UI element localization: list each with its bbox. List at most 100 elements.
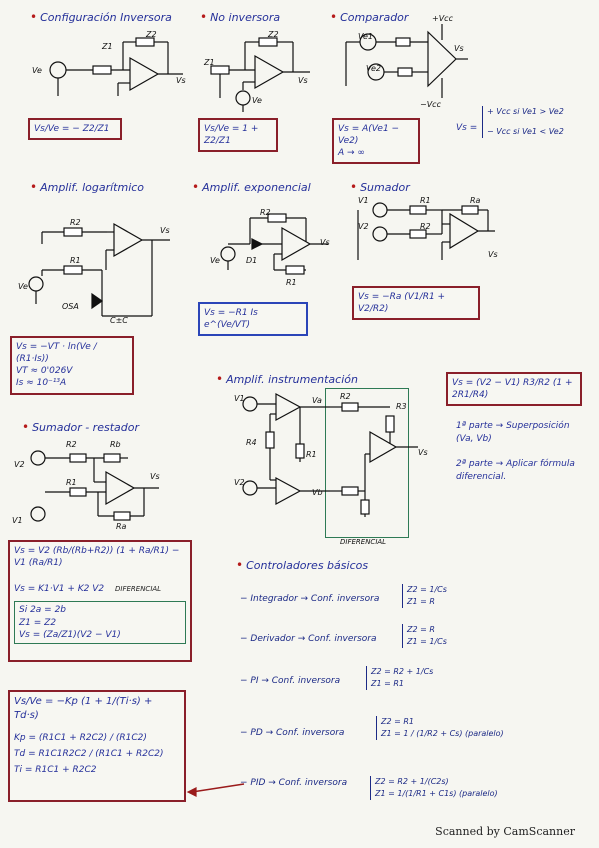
sumador-restador-ra-label: Ra — [116, 522, 127, 531]
logaritmico-title: •Amplif. logarítmico — [30, 180, 145, 194]
instrumentacion-r2-label: R2 — [340, 392, 351, 401]
inversora-formula: Vs/Ve = − Z2/Z1 — [28, 118, 122, 141]
sumador-circuit — [357, 202, 495, 260]
instrumentacion-title: •Amplif. instrumentación — [216, 372, 358, 386]
sumador-title: •Sumador — [350, 180, 410, 194]
logaritmico-circuit — [28, 222, 170, 317]
pi-z1: Z1 = R1 — [371, 679, 405, 688]
comparador-cases: + Vcc si Ve1 > Ve2 − Vcc si Ve1 < Ve2 — [482, 106, 564, 138]
instrumentacion-r4-label: R4 — [246, 438, 257, 447]
logaritmico-formula: Vs = −VT · ln(Ve / (R1·Is)) VT ≈ 0'026V … — [10, 336, 134, 395]
exponencial-vs-label: Vs — [320, 238, 330, 247]
comparador-case-2: − Vcc si Ve1 < Ve2 — [487, 127, 564, 136]
instrumentacion-v2-label: V2 — [234, 478, 245, 487]
logaritmico-osa-label: OSA — [62, 302, 79, 311]
controlador-pd-values: Z2 = R1 Z1 = 1 / (1/R2 + Cs) (paralelo) — [376, 716, 504, 740]
controlador-derivador-values: Z2 = R Z1 = 1/Cs — [402, 624, 447, 648]
exponencial-formula: Vs = −R1 Is e^(Ve/VT) — [198, 302, 308, 337]
instrumentacion-vb-label: Vb — [312, 488, 323, 497]
comparador-vs-eq: Vs = — [456, 123, 478, 133]
sumador-restador-v1-label: V1 — [12, 516, 23, 525]
controlador-pid-values: Z2 = R2 + 1/(C2s) Z1 = 1/(1/R1 + C1s) (p… — [370, 776, 498, 800]
sumador-vs-label: Vs — [488, 250, 498, 259]
pid-kp: Kp = (R1C1 + R2C2) / (R1C2) — [14, 733, 147, 743]
logaritmico-formula-line2: VT ≈ 0'026V — [16, 366, 73, 377]
sumador-ra-label: Ra — [470, 196, 481, 205]
exponencial-circuit — [220, 213, 328, 275]
derivador-z2: Z2 = R — [407, 625, 435, 634]
logaritmico-r1-label: R1 — [70, 256, 81, 265]
instrumentacion-r3-label: R3 — [396, 402, 407, 411]
instrumentacion-vs-label: Vs — [418, 448, 428, 457]
pid-ti: Ti = R1C1 + R2C2 — [14, 765, 97, 776]
sumador-v1-label: V1 — [358, 196, 369, 205]
no-inversora-z1-label: Z1 — [204, 58, 215, 67]
inversora-z1-label: Z1 — [102, 42, 113, 51]
pid-z2: Z2 = R2 + 1/(C2s) — [375, 777, 449, 786]
controlador-derivador: − Derivador → Conf. inversora — [240, 634, 377, 644]
no-inversora-z2-label: Z2 — [268, 30, 279, 39]
sumador-restador-formula: Vs = V2 (Rb/(Rb+R2)) (1 + Ra/R1) − V1 (R… — [8, 540, 192, 662]
sumador-restador-formula-line1: Vs = V2 (Rb/(Rb+R2)) (1 + Ra/R1) − V1 (R… — [14, 546, 180, 569]
comparador-vcc-neg: −Vcc — [420, 100, 441, 109]
inversora-vs-label: Vs — [176, 76, 186, 85]
comparador-ve2-label: Ve2 — [366, 64, 382, 73]
diferencial-tag: DIFERENCIAL — [115, 585, 162, 594]
pd-z1: Z1 = 1 / (1/R2 + Cs) (paralelo) — [381, 729, 504, 738]
inversora-ve-label: Ve — [32, 66, 42, 75]
sumador-restador-title: •Sumador - restador — [22, 420, 139, 434]
instrumentacion-v1-label: V1 — [234, 394, 245, 403]
sumador-restador-r1-label: R1 — [66, 478, 77, 487]
pid-z1: Z1 = 1/(1/R1 + C1s) (paralelo) — [375, 789, 498, 798]
controlador-integrador-values: Z2 = 1/Cs Z1 = R — [402, 584, 447, 608]
exponencial-ve-label: Ve — [210, 256, 220, 265]
sumador-restador-formula-line3a: Si 2a = 2b — [19, 605, 67, 616]
pi-z2: Z2 = R2 + 1/Cs — [371, 667, 434, 676]
sumador-restador-vs-label: Vs — [150, 472, 160, 481]
comparador-formula-line2: A → ∞ — [338, 148, 365, 159]
sumador-restador-formula-line3b: Z1 = Z2 — [19, 617, 57, 628]
sumador-restador-special-case: Si 2a = 2b Z1 = Z2 Vs = (Za/Z1)(V2 − V1) — [14, 601, 186, 644]
controladores-title: •Controladores básicos — [236, 558, 369, 572]
sumador-restador-circuit — [30, 450, 159, 522]
controlador-pd: − PD → Conf. inversora — [240, 728, 345, 738]
logaritmico-vs-label: Vs — [160, 226, 170, 235]
logaritmico-formula-line1: Vs = −VT · ln(Ve / (R1·Is)) — [16, 342, 97, 365]
integrador-z1: Z1 = R — [407, 597, 435, 606]
exponencial-r1-label: R1 — [286, 278, 297, 287]
controlador-pi-values: Z2 = R2 + 1/Cs Z1 = R1 — [366, 666, 433, 690]
no-inversora-circuit — [210, 37, 310, 112]
logaritmico-r2-label: R2 — [70, 218, 81, 227]
instrumentacion-r1-label: R1 — [306, 450, 317, 459]
inversora-z2-label: Z2 — [146, 30, 157, 39]
integrador-z2: Z2 = 1/Cs — [407, 585, 447, 594]
exponencial-r2-label: R2 — [260, 208, 271, 217]
comparador-formula: Vs = A(Ve1 − Ve2) A → ∞ — [332, 118, 420, 165]
instrumentacion-note-1: 1ª parte → Superposición (Va, Vb) — [456, 421, 570, 444]
pid-formula-top: Vs/Ve = −Kp (1 + 1/(Ti·s) + Td·s) — [14, 696, 153, 721]
pid-formula-box: Vs/Ve = −Kp (1 + 1/(Ti·s) + Td·s) Kp = (… — [8, 690, 186, 802]
sumador-restador-v2-label: V2 — [14, 460, 25, 469]
logaritmico-ve-label: Ve — [18, 282, 28, 291]
controlador-integrador: − Integrador → Conf. inversora — [240, 594, 380, 604]
diferencial-box-label: DIFERENCIAL — [340, 538, 387, 546]
inversora-circuit — [49, 37, 183, 96]
instrumentacion-formula: Vs = (V2 − V1) R3/R2 (1 + 2R1/R4) — [446, 372, 582, 407]
comparador-title: •Comparador — [330, 10, 409, 24]
pd-z2: Z2 = R1 — [381, 717, 415, 726]
inversora-title: •Configuración Inversora — [30, 10, 172, 24]
arrow-to-pid — [186, 783, 245, 797]
controlador-pid: − PID → Conf. inversora — [240, 778, 348, 788]
no-inversora-ve-label: Ve — [252, 96, 262, 105]
sumador-restador-r2-label: R2 — [66, 440, 77, 449]
scanner-footer: Scanned by CamScanner — [435, 825, 575, 838]
comparador-ve1-label: Ve1 — [358, 32, 374, 41]
no-inversora-title: •No inversora — [200, 10, 281, 24]
sumador-r2-label: R2 — [420, 222, 431, 231]
comparador-vcc-pos: +Vcc — [432, 14, 453, 23]
no-inversora-formula: Vs/Ve = 1 + Z2/Z1 — [198, 118, 278, 153]
comparador-vs-label: Vs — [454, 44, 464, 53]
logaritmico-formula-line3: Is ≈ 10⁻¹³A — [16, 378, 67, 389]
comparador-formula-line1: Vs = A(Ve1 − Ve2) — [338, 124, 400, 147]
